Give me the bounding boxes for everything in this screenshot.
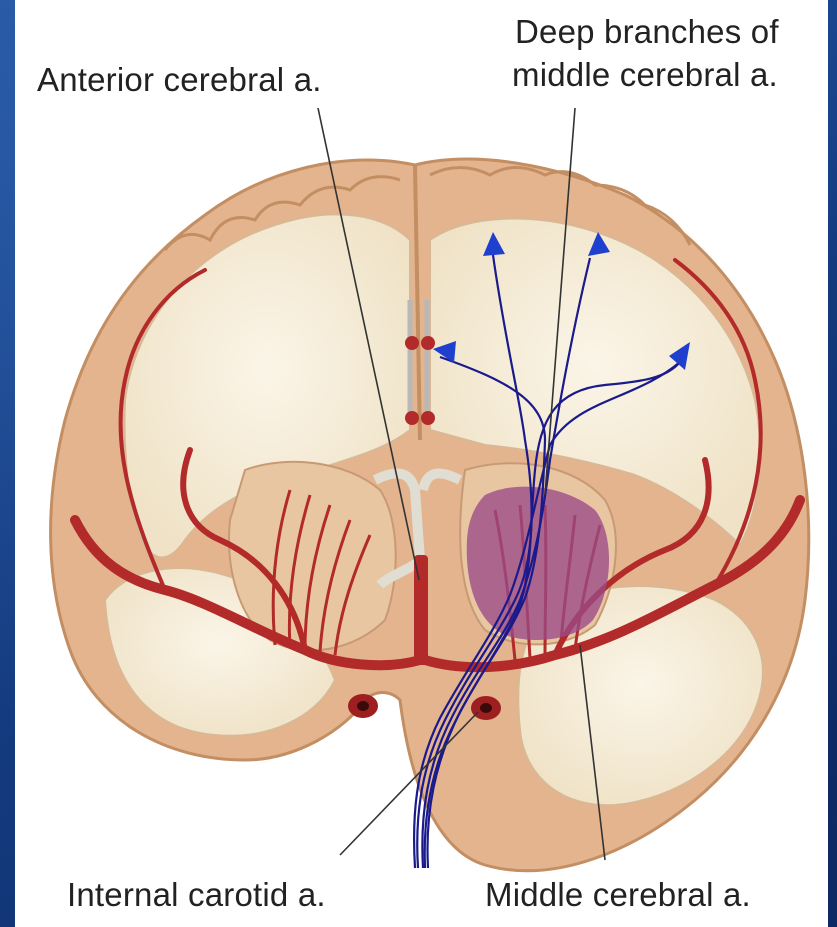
infarct-region <box>467 487 609 640</box>
brain-coronal-section <box>15 0 828 927</box>
label-middle-cerebral-artery: Middle cerebral a. <box>485 876 751 914</box>
label-deep-branches-line1: Deep branches of <box>515 13 779 51</box>
label-anterior-cerebral-artery: Anterior cerebral a. <box>37 61 322 99</box>
figure-panel: Anterior cerebral a. Deep branches of mi… <box>15 0 828 927</box>
label-internal-carotid-artery: Internal carotid a. <box>67 876 326 914</box>
label-deep-branches-line2: middle cerebral a. <box>512 56 778 94</box>
